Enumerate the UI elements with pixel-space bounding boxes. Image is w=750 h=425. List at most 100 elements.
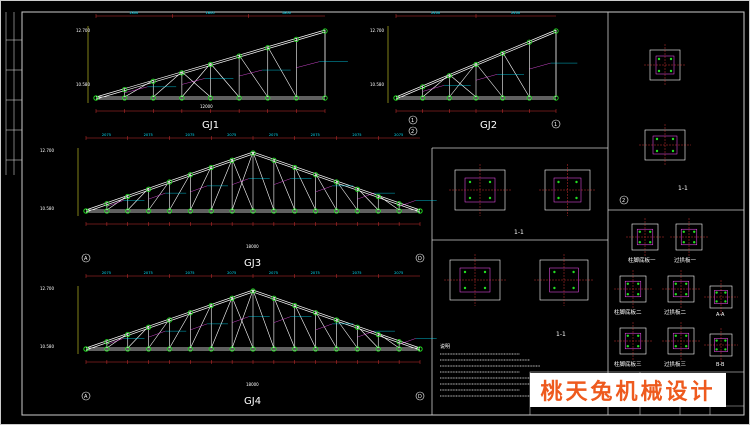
gj3-truss-node (375, 193, 381, 200)
gj4-truss-node (125, 346, 131, 352)
detail-plate-1 (626, 218, 664, 256)
detail-column-mid-bolt (655, 149, 659, 153)
gj3-truss-dim-label: 2075 (144, 133, 153, 137)
gj1-truss-leader (181, 78, 205, 85)
gj2-truss-diagonal (502, 52, 530, 98)
gj1-truss-diagonal (124, 79, 154, 98)
detail-plate-6-bolt (685, 334, 688, 337)
gj4-truss-node (83, 346, 89, 352)
notes-body (440, 353, 540, 397)
detail-plate-1-bolt (638, 241, 641, 244)
detail-node-2-bolt (483, 286, 487, 290)
gj3-truss-diagonal (169, 173, 191, 211)
detail-plate-4-bolt (674, 293, 677, 296)
gj1-truss-node (207, 61, 214, 68)
gj4-truss-node (104, 339, 110, 345)
gj3-top-elevation: 12.700 (40, 148, 54, 153)
detail-plate-4-inner (672, 280, 690, 298)
gj2-truss-node (420, 84, 426, 90)
gj4-truss-diagonal (357, 326, 379, 349)
gj2-truss-diagonal (449, 63, 477, 98)
detail-plate-bb-bolt (724, 339, 727, 342)
gj1-span-dim: 12000 (200, 104, 213, 109)
detail-column-mid-bolt (671, 137, 675, 141)
gj1-truss-node (265, 95, 271, 101)
gj4-truss-node (333, 346, 340, 352)
detail-column-top-bolt (657, 69, 661, 73)
gj4-truss-dim-label: 2075 (102, 271, 111, 275)
gj2-truss-node (526, 39, 532, 45)
gj4-truss-diagonal (169, 311, 191, 349)
section-1-1-b: 1-1 (556, 331, 566, 338)
gj4-truss-diagonal (252, 289, 275, 349)
gj4-truss-node (354, 324, 360, 330)
gj1-truss-leader (296, 61, 320, 68)
gj3-truss-node (333, 179, 340, 185)
gj1-truss-diagonal (181, 63, 211, 98)
gj3-truss-node (250, 208, 256, 214)
gj3-truss-leader (315, 185, 333, 193)
gj1-truss-diagonal (210, 63, 240, 98)
detail-column-top (644, 44, 686, 86)
gj4-truss-node (417, 346, 423, 352)
gj3-truss-diagonal (210, 159, 233, 211)
gj4-truss-dim-label: 2075 (394, 271, 403, 275)
gj4-truss-node (208, 302, 214, 309)
connection-details (444, 44, 738, 362)
gj3-truss-dim-label: 2075 (352, 133, 361, 137)
gj3-truss-node (271, 157, 277, 163)
detail-plate-5-inner (624, 332, 642, 350)
gj2-truss-leader (475, 74, 498, 81)
gj2-truss-diagonal (422, 74, 450, 98)
gj4-truss-leader (190, 323, 208, 331)
detail-plate-bb-bolt (715, 339, 718, 342)
gj1-truss-node (322, 28, 328, 34)
detail-node-1-section (539, 164, 596, 216)
gj4-truss-node (271, 295, 277, 301)
detail-node-2-section (534, 254, 594, 306)
gj2-truss-node (526, 95, 532, 101)
gj3-truss-node (333, 208, 340, 214)
gj4-truss-node (166, 317, 173, 323)
gj4-axis-a: A (84, 394, 88, 400)
detail-plate-bb-bolt (715, 348, 718, 351)
detail-node-1-bolt (468, 180, 472, 184)
detail-plate-3 (614, 270, 652, 308)
detail-node-2-section-bolt (572, 286, 575, 290)
gj2-axis-1b: 1 (554, 122, 557, 128)
gj3-truss-leader (399, 200, 416, 207)
gj4-truss-node (146, 346, 152, 352)
detail-plate-2-bolt (682, 241, 685, 244)
gj2-truss-node (473, 95, 479, 101)
gj4-axis-d: D (418, 394, 422, 400)
gj4-truss-node (375, 331, 381, 338)
gj3-truss-leader (190, 185, 208, 193)
gj3-truss-leader (232, 178, 249, 185)
detail-plate-3-bolt (626, 293, 629, 296)
gj4-truss-diagonal (231, 297, 254, 349)
detail-node-1-bolt (488, 196, 492, 200)
detail-label-1: 柱脚底板一 (628, 256, 656, 264)
gj3-truss-node (271, 208, 277, 214)
gj4-truss-diagonal (127, 326, 149, 349)
gj3-truss-node (104, 201, 110, 207)
detail-column-mid-bolt (671, 149, 675, 153)
gj4-truss-node (187, 310, 193, 316)
gj1-truss-leader (239, 69, 263, 77)
gj4-truss-node (271, 346, 277, 352)
detail-plate-2-bolt (682, 230, 685, 233)
gj3-truss-leader (106, 200, 124, 207)
gj4-truss-dim-label: 2075 (227, 271, 236, 275)
detail-plate-1-bolt (649, 241, 652, 244)
detail-plate-6-bolt (674, 345, 677, 348)
gj3-span-dim: 18000 (246, 244, 259, 249)
gj4-truss-node (292, 346, 298, 352)
detail-column-top-bolt (669, 69, 673, 73)
detail-plate-aa-bolt (715, 291, 718, 294)
section-b-b: B-B (716, 362, 725, 368)
gj4-truss-node (229, 295, 235, 301)
gj3-truss-node (229, 208, 235, 214)
detail-plate-bb-bolt (724, 348, 727, 351)
